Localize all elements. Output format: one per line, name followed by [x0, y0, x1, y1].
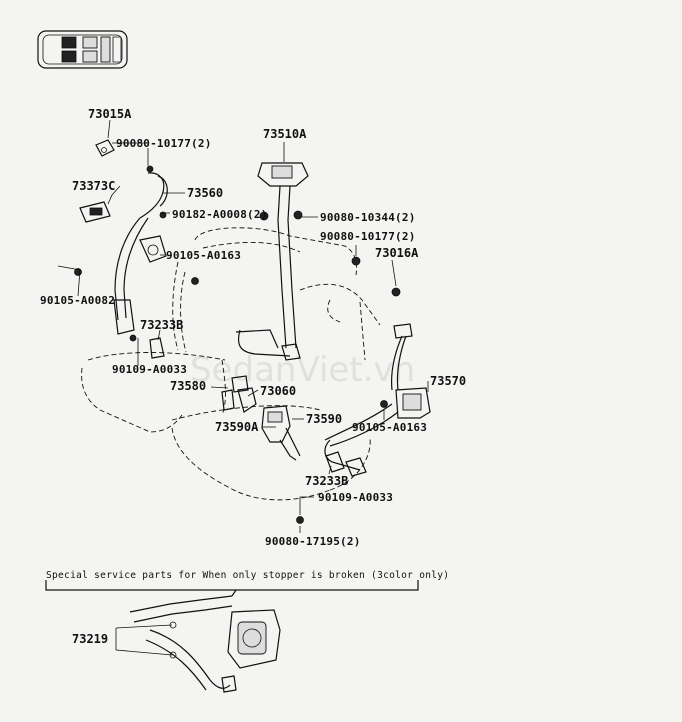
label-73233B-b: 73233B [305, 474, 348, 488]
label-90182-A0008: 90182-A0008(2) [172, 208, 268, 221]
right-belt-assembly [324, 256, 431, 477]
label-73219: 73219 [72, 632, 108, 646]
label-73016A: 73016A [375, 246, 419, 260]
label-73560: 73560 [187, 186, 223, 200]
label-73570: 73570 [430, 374, 466, 388]
seat-outline-dashed [81, 227, 381, 501]
label-90105-A0082: 90105-A0082 [40, 294, 115, 307]
label-73060: 73060 [260, 384, 296, 398]
label-73590: 73590 [306, 412, 342, 426]
label-90109-A0033-b: 90109-A0033 [318, 491, 393, 504]
label-73580: 73580 [170, 379, 206, 393]
label-73590A: 73590A [215, 420, 259, 434]
part-labels: 73015A 90080-10177(2) 73373C 73560 90182… [40, 107, 466, 646]
buckle-assemblies [221, 375, 304, 524]
label-90080-10344: 90080-10344(2) [320, 211, 416, 224]
label-73233B-a: 73233B [140, 318, 183, 332]
label-90105-A0163-a: 90105-A0163 [166, 249, 241, 262]
label-90080-10177-a: 90080-10177(2) [116, 137, 212, 150]
center-belt-assembly [235, 162, 309, 361]
label-90080-17195: 90080-17195(2) [265, 535, 361, 548]
label-90080-10177-b: 90080-10177(2) [320, 230, 416, 243]
vehicle-locator-icon [37, 30, 128, 69]
service-part-inset [45, 580, 419, 693]
label-90105-A0163-b: 90105-A0163 [352, 421, 427, 434]
watermark-text: SedanViet.vn [190, 350, 415, 390]
label-73510A: 73510A [263, 127, 307, 141]
label-73373C: 73373C [72, 179, 115, 193]
service-note: Special service parts for When only stop… [46, 570, 449, 581]
label-73015A: 73015A [88, 107, 132, 121]
label-90109-A0033-a: 90109-A0033 [112, 363, 187, 376]
left-belt-assembly [74, 139, 199, 359]
leader-lines [57, 119, 429, 533]
